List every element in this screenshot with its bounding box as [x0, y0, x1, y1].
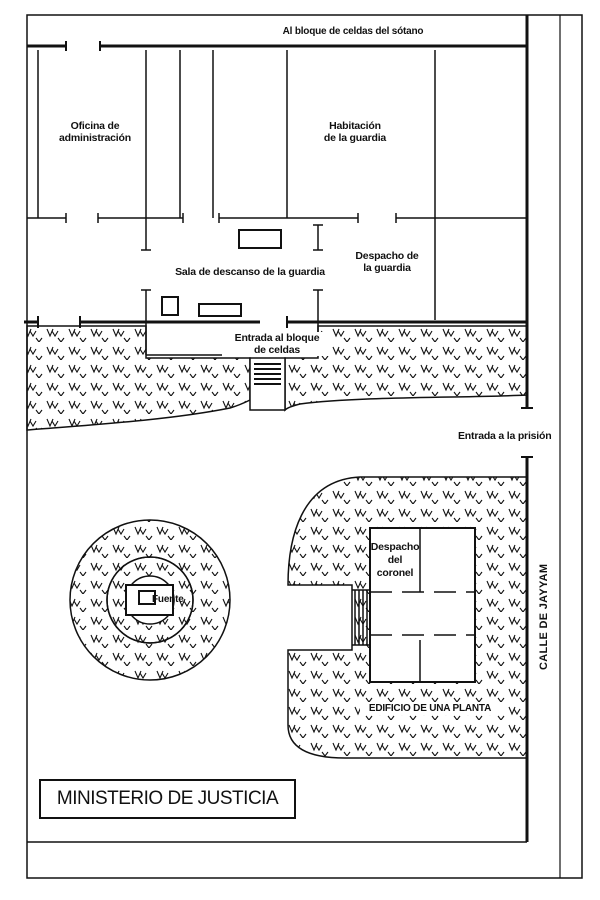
room-walls: [27, 50, 527, 356]
fountain: [69, 519, 231, 681]
label-guard-room: Habitación de la guardia: [323, 120, 387, 144]
label-ministry: MINISTERIO DE JUSTICIA: [56, 788, 279, 809]
upper-garden-right: [284, 325, 528, 412]
garden-wall: [24, 316, 527, 328]
label-basement-block: Al bloque de celdas del sótano: [282, 26, 424, 37]
label-one-floor-building: EDIFICIO DE UNA PLANTA: [360, 703, 500, 715]
building-steps: [352, 589, 370, 646]
stairs: [249, 357, 286, 411]
bench: [198, 303, 242, 317]
outer-frame: [26, 14, 583, 879]
label-prison-entrance: Entrada a la prisión: [458, 430, 552, 442]
label-guard-rest: Sala de descanso de la guardia: [175, 266, 325, 278]
label-street: CALLE DE JAYYAM: [538, 563, 550, 670]
top-wall: [27, 41, 527, 51]
label-guard-office: Despacho de la guardia: [355, 250, 419, 274]
upper-garden: [26, 325, 251, 431]
label-fountain: Fuente: [152, 594, 184, 605]
one-floor-building: [369, 527, 476, 683]
label-cell-entrance: Entrada al bloque de celdas: [222, 332, 332, 356]
label-colonel-office: Despacho del coronel: [370, 541, 420, 579]
locker: [161, 296, 179, 316]
table: [238, 229, 282, 249]
label-admin-office: Oficina de administración: [59, 120, 131, 144]
